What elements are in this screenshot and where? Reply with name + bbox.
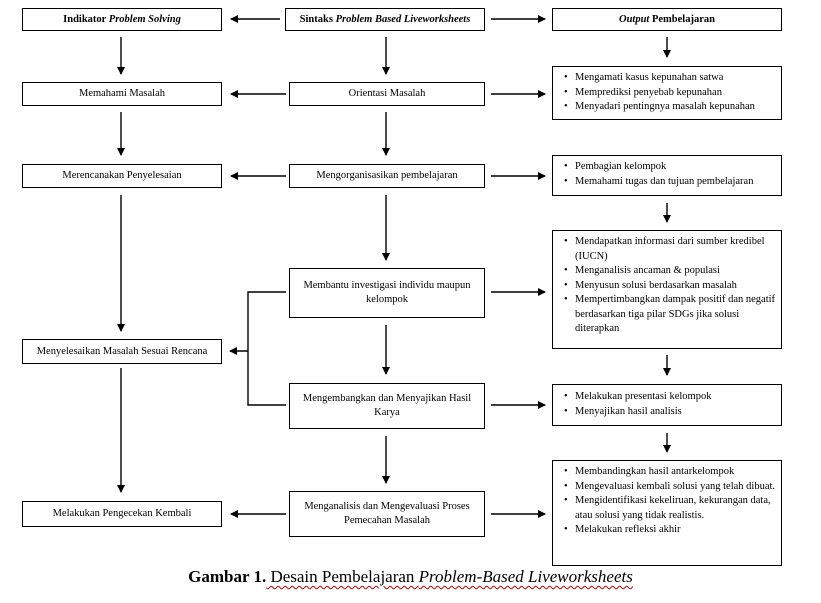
output-box-1: Pembagian kelompok Memahami tugas dan tu… (552, 155, 782, 196)
caption-text: Desain Pembelajaran Problem-Based Livewo… (266, 567, 633, 586)
output-2-item: Menyusun solusi berdasarkan masalah (564, 279, 777, 294)
indicator-box-0: Memahami Masalah (22, 82, 222, 106)
output-4-item: Membandingkan hasil antarkelompok (564, 465, 777, 480)
syntax-step-2: Membantu investigasi individu maupun kel… (289, 268, 485, 318)
output-4-item: Melakukan refleksi akhir (564, 523, 777, 538)
syntax-step-1: Mengorganisasikan pembelajaran (289, 164, 485, 188)
indicator-box-1: Merencanakan Penyelesaian (22, 164, 222, 188)
output-box-2: Mendapatkan informasi dari sumber kredib… (552, 230, 782, 349)
output-2-item: Mempertimbangkan dampak positif dan nega… (564, 293, 777, 337)
syntax-header: Sintaks Problem Based Liveworksheets (285, 8, 485, 31)
output-4-item: Mengevaluasi kembali solusi yang telah d… (564, 480, 777, 495)
figure-caption: Gambar 1. Desain Pembelajaran Problem-Ba… (0, 567, 821, 587)
bracket-syn-to-ind-2 (247, 291, 286, 406)
indicator-box-3: Melakukan Pengecekan Kembali (22, 501, 222, 527)
output-1-item: Memahami tugas dan tujuan pembelajaran (564, 175, 777, 190)
output-3-item: Melakukan presentasi kelompok (564, 390, 777, 405)
output-1-item: Pembagian kelompok (564, 160, 777, 175)
output-box-4: Membandingkan hasil antarkelompok Mengev… (552, 460, 782, 566)
output-4-item: Mengidentifikasi kekeliruan, kekurangan … (564, 494, 777, 523)
output-header: Output Pembelajaran (552, 8, 782, 31)
output-2-item: Mendapatkan informasi dari sumber kredib… (564, 235, 777, 264)
caption-label: Gambar 1. (188, 567, 267, 586)
output-2-item: Menganalisis ancaman & populasi (564, 264, 777, 279)
output-3-item: Menyajikan hasil analisis (564, 405, 777, 420)
output-box-3: Melakukan presentasi kelompok Menyajikan… (552, 384, 782, 426)
indicator-header: Indikator Problem Solving (22, 8, 222, 31)
output-0-item: Memprediksi penyebab kepunahan (564, 86, 777, 101)
syntax-step-0: Orientasi Masalah (289, 82, 485, 106)
syntax-step-3: Mengembangkan dan Menyajikan Hasil Karya (289, 383, 485, 429)
output-box-0: Mengamati kasus kepunahan satwa Mempredi… (552, 66, 782, 120)
output-0-item: Menyadari pentingnya masalah kepunahan (564, 100, 777, 115)
output-0-item: Mengamati kasus kepunahan satwa (564, 71, 777, 86)
indicator-box-2: Menyelesaikan Masalah Sesuai Rencana (22, 339, 222, 364)
syntax-step-4: Menganalisis dan Mengevaluasi Proses Pem… (289, 491, 485, 537)
